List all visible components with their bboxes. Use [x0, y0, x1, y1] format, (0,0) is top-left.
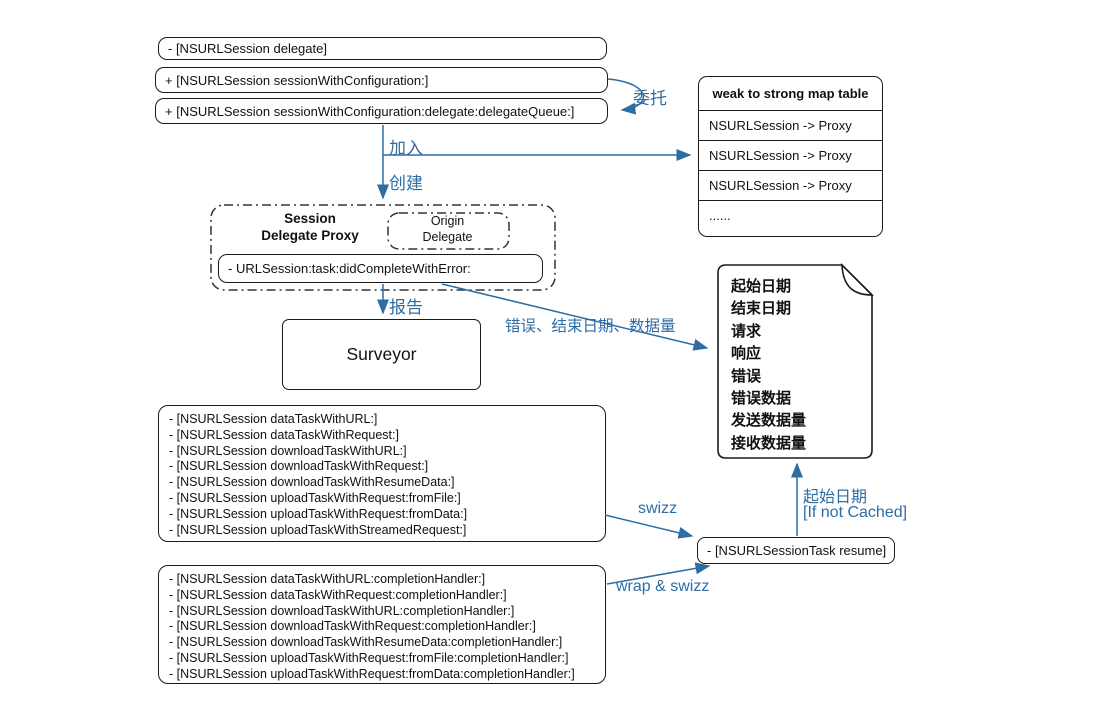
doc-line: 接收数据量: [731, 434, 807, 452]
label-wrap-swizz: wrap & swizz: [616, 578, 710, 595]
label-report: 报告: [389, 298, 423, 317]
origin-delegate-label: Origin Delegate: [386, 213, 509, 245]
method-line: - [NSURLSession downloadTaskWithResumeDa…: [169, 635, 563, 650]
doc-line: 错误: [731, 367, 762, 385]
method-line: - [NSURLSession downloadTaskWithRequest:…: [169, 459, 429, 474]
doc-line: 结束日期: [731, 300, 792, 318]
node-session-with-configuration-delegate-queue: + [NSURLSession sessionWithConfiguration…: [155, 98, 608, 124]
map-table-row: NSURLSession -> Proxy: [699, 170, 882, 200]
map-table-row: NSURLSession -> Proxy: [699, 140, 882, 170]
doc-line: 发送数据量: [731, 412, 807, 430]
node-session-with-configuration: + [NSURLSession sessionWithConfiguration…: [155, 67, 608, 93]
method-line: - [NSURLSession dataTaskWithURL:]: [169, 412, 378, 426]
origin-line1: Origin: [430, 214, 465, 228]
node-label: - [NSURLSession delegate]: [168, 41, 327, 56]
label-add: 加入: [389, 139, 423, 158]
label-start-date: 起始日期: [803, 489, 868, 506]
session-delegate-proxy-title: Session Delegate Proxy: [240, 210, 380, 244]
surveyor-box: Surveyor: [282, 319, 481, 390]
task-methods-box: - [NSURLSession dataTaskWithURL:] - [NSU…: [158, 405, 606, 542]
method-line: - [NSURLSession downloadTaskWithURL:comp…: [169, 603, 515, 618]
node-label: - [NSURLSessionTask resume]: [707, 543, 887, 558]
proxy-title-line1: Session: [284, 211, 336, 226]
surveyor-label: Surveyor: [346, 344, 417, 364]
method-line: - [NSURLSession uploadTaskWithStreamedRe…: [169, 522, 467, 537]
origin-line2: Delegate: [422, 230, 473, 244]
map-table-title: weak to strong map table: [712, 86, 869, 101]
method-line: - [NSURLSession downloadTaskWithURL:]: [169, 443, 407, 458]
record-document-lines: 起始日期 结束日期 请求 响应 错误 错误数据 发送数据量 接收数据量: [731, 276, 806, 455]
label-create: 创建: [389, 174, 423, 193]
method-line: - [NSURLSession downloadTaskWithResumeDa…: [169, 475, 455, 490]
label-error-info: 错误、结束日期、数据量: [505, 318, 676, 335]
label-if-not-cached: [If not Cached]: [803, 504, 908, 521]
node-nsurlsessiontask-resume: - [NSURLSessionTask resume]: [697, 537, 895, 564]
method-line: - [NSURLSession uploadTaskWithRequest:fr…: [169, 490, 461, 505]
map-table-row: ......: [699, 200, 882, 230]
label-delegate: 委托: [633, 89, 667, 108]
map-table-row: NSURLSession -> Proxy: [699, 110, 882, 140]
record-document-fold-icon: [841, 262, 874, 296]
node-did-complete-with-error: - URLSession:task:didCompleteWithError:: [218, 254, 543, 283]
label-swizz: swizz: [638, 500, 678, 517]
method-line: - [NSURLSession uploadTaskWithRequest:fr…: [169, 650, 569, 665]
doc-line: 起始日期: [731, 278, 792, 295]
method-line: - [NSURLSession dataTaskWithURL:completi…: [169, 572, 486, 586]
doc-line: 请求: [731, 322, 762, 340]
node-nsurlsession-delegate: - [NSURLSession delegate]: [158, 37, 607, 60]
swizz-arrow-icon: [604, 514, 694, 539]
method-line: - [NSURLSession dataTaskWithRequest:]: [169, 427, 399, 442]
node-label: - URLSession:task:didCompleteWithError:: [228, 261, 471, 276]
method-line: - [NSURLSession uploadTaskWithRequest:fr…: [169, 506, 468, 521]
weak-to-strong-map-table: weak to strong map table NSURLSession ->…: [698, 76, 883, 237]
proxy-title-line2: Delegate Proxy: [261, 228, 359, 243]
doc-line: 响应: [731, 345, 762, 363]
method-line: - [NSURLSession uploadTaskWithRequest:fr…: [169, 666, 575, 681]
node-label: + [NSURLSession sessionWithConfiguration…: [165, 103, 575, 119]
completion-methods-box: - [NSURLSession dataTaskWithURL:completi…: [158, 565, 606, 684]
doc-line: 错误数据: [731, 390, 792, 408]
node-label: + [NSURLSession sessionWithConfiguration…: [165, 72, 429, 88]
method-line: - [NSURLSession dataTaskWithRequest:comp…: [169, 587, 507, 602]
method-line: - [NSURLSession downloadTaskWithRequest:…: [169, 619, 536, 634]
